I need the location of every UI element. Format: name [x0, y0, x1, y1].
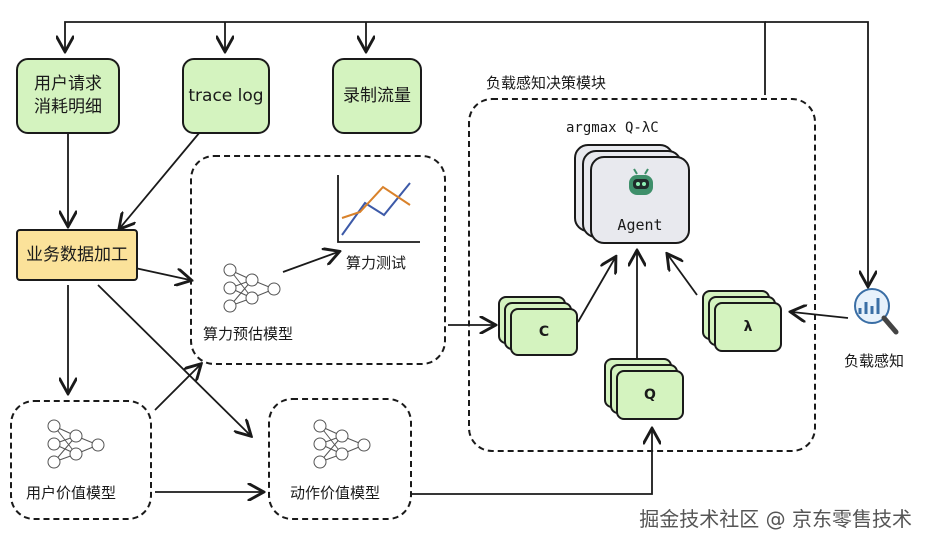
arrow-business-to-estimate: [134, 267, 190, 280]
line-chart-icon: [337, 175, 420, 243]
trace-log-node: trace log: [182, 58, 270, 134]
compute-estimate-group: [190, 155, 446, 365]
arrow-estimate-to-test: [282, 252, 338, 273]
argmax-label: argmax Q-λC: [566, 120, 659, 136]
user-value-label: 用户价值模型: [26, 484, 117, 502]
agent-stack: Agent: [574, 144, 690, 244]
arrow-load-to-lambda: [792, 312, 849, 318]
neural-net-icon: [313, 419, 371, 469]
arrow-lambda-to-agent: [668, 255, 698, 296]
record-traffic-node: 录制流量: [332, 58, 422, 134]
neural-net-icon: [223, 263, 281, 313]
lambda-card: λ: [714, 302, 782, 352]
arrow-c-to-agent: [577, 258, 615, 323]
user-request-node: 用户请求 消耗明细: [16, 58, 120, 134]
c-card: C: [510, 308, 578, 356]
q-card: Q: [616, 370, 684, 420]
lambda-stack: λ: [702, 290, 788, 356]
compute-estimate-label: 算力预估模型: [203, 325, 294, 343]
c-stack: C: [498, 296, 582, 360]
compute-test-label: 算力测试: [346, 254, 407, 272]
arrow-business-to-action-value: [97, 284, 250, 435]
q-stack: Q: [604, 358, 688, 424]
feedback-loop-line: [65, 21, 766, 95]
arrow-user-value-to-estimate: [154, 365, 200, 411]
module-title: 负载感知决策模块: [486, 74, 607, 92]
decision-module-group: [468, 98, 816, 452]
watermark: 掘金技术社区 @ 京东零售技术: [639, 507, 912, 531]
robot-icon: [629, 168, 653, 195]
load-aware-label: 负载感知: [844, 352, 905, 370]
action-value-label: 动作价值模型: [290, 484, 381, 502]
action-value-group: [268, 398, 412, 520]
business-data-node: 业务数据加工: [16, 229, 138, 281]
agent-label: Agent: [617, 216, 663, 234]
agent-card: Agent: [590, 156, 690, 244]
feedback-to-load: [765, 21, 868, 285]
arrow-trace-to-business: [120, 131, 201, 228]
neural-net-icon: [47, 419, 105, 469]
magnifier-chart-icon: [854, 288, 899, 335]
user-value-group: [10, 400, 152, 520]
